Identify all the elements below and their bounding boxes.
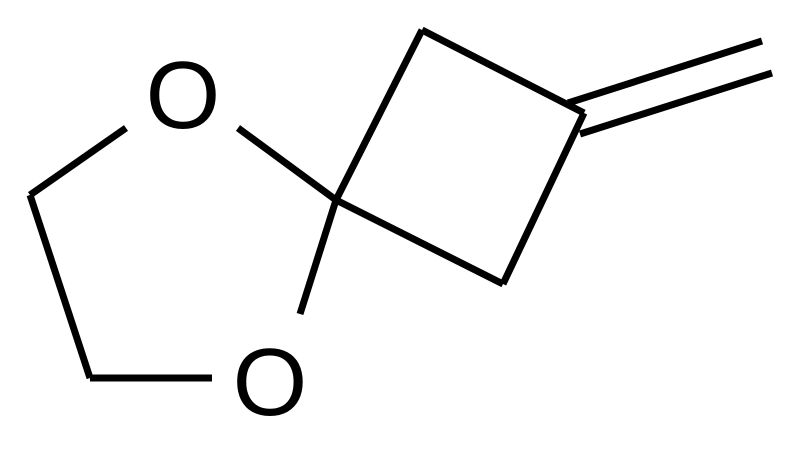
bond-ch2-ch2 (26, 193, 94, 380)
bond-right-bottom (499, 111, 588, 286)
bond-o2-spiro (296, 198, 340, 316)
bond-o1-ch2 (27, 125, 129, 198)
oxygen-label-top: O (146, 42, 221, 149)
double-bond-upper (566, 37, 764, 107)
bond-o1-spiro (235, 125, 339, 203)
bond-bottom-spiro (334, 196, 505, 288)
bond-top-right (420, 26, 586, 117)
double-bond-lower (578, 69, 774, 138)
bond-spiro-top (332, 28, 426, 202)
oxygen-label-bottom: O (233, 329, 308, 436)
